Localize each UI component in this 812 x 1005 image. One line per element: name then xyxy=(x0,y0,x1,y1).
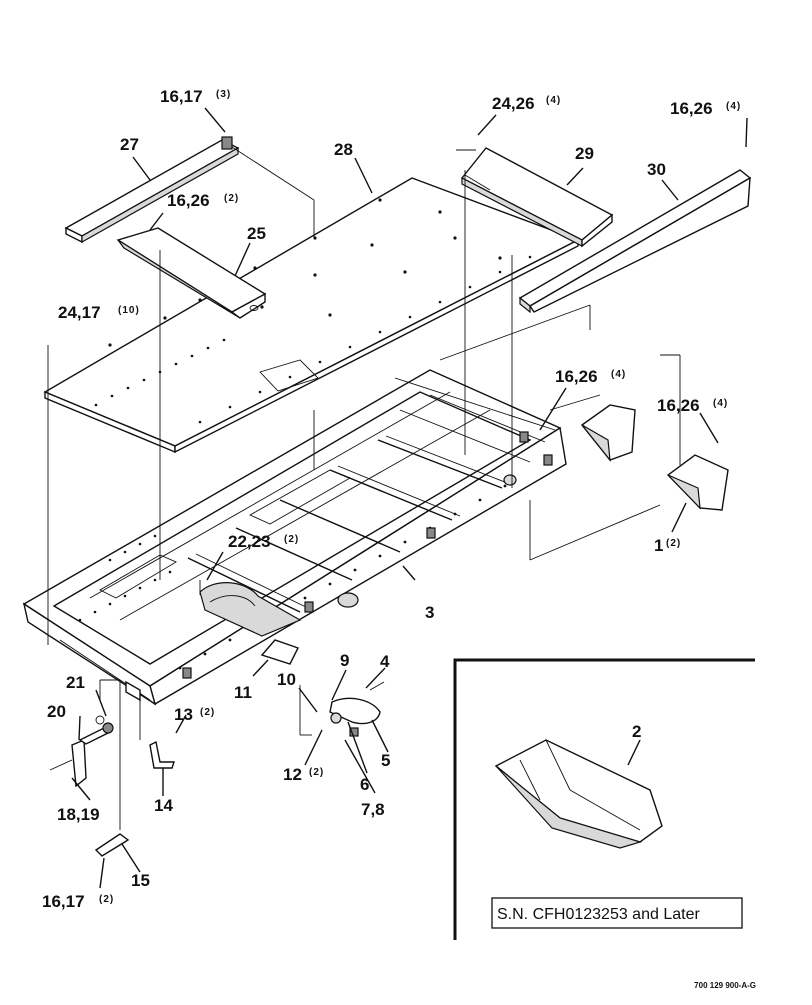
callout-16-17-3-qty: (3) xyxy=(216,89,231,100)
serial-note-text: S.N. CFH0123253 and Later xyxy=(497,906,700,923)
channel-27 xyxy=(64,136,240,244)
callout-21: 21 xyxy=(66,673,85,692)
callout-12-2: 12 xyxy=(283,765,302,784)
callout-11: 11 xyxy=(234,683,252,702)
callout-16-26-4a: 16,26 xyxy=(670,99,713,118)
callout-30: 30 xyxy=(647,160,666,179)
angle-30 xyxy=(518,169,752,314)
shield-1 xyxy=(666,454,729,511)
callout-16-26-2: 16,26 xyxy=(167,191,210,210)
callout-6: 6 xyxy=(360,775,369,794)
inset-box xyxy=(453,658,755,940)
callout-1-qty: (2) xyxy=(666,538,681,549)
callout-2: 2 xyxy=(632,722,641,741)
floor-panel-28 xyxy=(43,177,580,454)
callout-16-17-2-qty: (2) xyxy=(99,894,114,905)
callout-20: 20 xyxy=(47,702,66,721)
callout-28: 28 xyxy=(334,140,353,159)
callout-24-26-4: 24,26 xyxy=(492,94,535,113)
callout-13-2-qty: (2) xyxy=(200,707,215,718)
callout-24-17-10: 24,17 xyxy=(58,303,101,322)
callout-13-2: 13 xyxy=(174,705,193,724)
callout-16-26-4c-qty: (4) xyxy=(713,398,728,409)
serial-note-box xyxy=(491,897,743,929)
bracket-25 xyxy=(116,227,267,319)
callout-10: 10 xyxy=(277,670,296,689)
callout-7-8: 7,8 xyxy=(361,800,385,819)
callout-24-26-4-qty: (4) xyxy=(546,95,561,106)
hopper-22-23 xyxy=(199,582,302,637)
callout-1: 1 xyxy=(654,536,663,555)
callout-27: 27 xyxy=(120,135,139,154)
callout-labels: 16,17 (3) 27 28 24,26 (4) 29 16,26 (4) 3… xyxy=(42,87,741,911)
callout-5: 5 xyxy=(381,751,390,770)
figure-code: 700 129 900-A-G xyxy=(694,981,756,990)
callout-18-19: 18,19 xyxy=(57,805,100,824)
bracket-11 xyxy=(260,639,299,665)
callout-16-26-2-qty: (2) xyxy=(224,193,239,204)
callout-16-17-2: 16,17 xyxy=(42,892,85,911)
callout-15: 15 xyxy=(131,871,150,890)
leader-lines xyxy=(71,107,748,889)
shield-16-26 xyxy=(580,404,636,462)
callout-22-23-2-qty: (2) xyxy=(284,534,299,545)
channel-29 xyxy=(460,147,614,248)
callout-16-26-4c: 16,26 xyxy=(657,396,700,415)
bracket-20-21 xyxy=(71,715,114,788)
support-14 xyxy=(125,680,175,769)
callout-9: 9 xyxy=(340,651,349,670)
callout-16-26-4b: 16,26 xyxy=(555,367,598,386)
assembly-lines xyxy=(47,146,681,830)
callout-4: 4 xyxy=(380,652,390,671)
callout-16-26-4b-qty: (4) xyxy=(611,369,626,380)
frame-3 xyxy=(22,369,567,706)
callout-16-17-3: 16,17 xyxy=(160,87,203,106)
callout-29: 29 xyxy=(575,144,594,163)
callout-14: 14 xyxy=(154,796,173,815)
callout-22-23-2: 22,23 xyxy=(228,532,271,551)
hitch-5 xyxy=(329,697,381,737)
callout-12-2-qty: (2) xyxy=(309,767,324,778)
callout-24-17-10-qty: (10) xyxy=(118,305,140,316)
callout-25: 25 xyxy=(247,224,266,243)
clip-15 xyxy=(94,833,130,857)
callout-3: 3 xyxy=(425,603,434,622)
callout-16-26-4a-qty: (4) xyxy=(726,101,741,112)
